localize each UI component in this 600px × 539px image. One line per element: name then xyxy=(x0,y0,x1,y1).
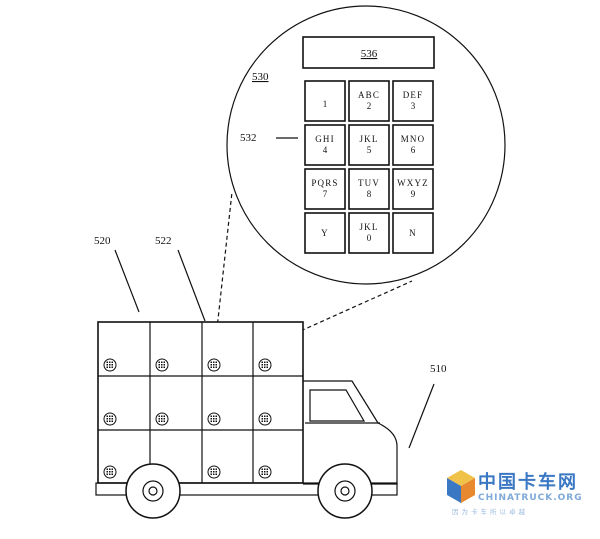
keypad-key-letters: JKL xyxy=(359,134,378,144)
keypad-key-digit: 6 xyxy=(411,145,416,155)
keypad-key-letters: PQRS xyxy=(311,178,338,188)
delivery-truck xyxy=(95,321,398,519)
locker-keypad-icon[interactable] xyxy=(207,465,221,479)
magnifier-circle xyxy=(226,5,506,285)
keypad-key-letters: Y xyxy=(321,228,329,238)
locker-keypad-icon[interactable] xyxy=(103,412,117,426)
keypad-key-frame xyxy=(304,80,346,122)
truck-ref-label: 510 xyxy=(430,363,447,375)
locker-keypad-icon[interactable] xyxy=(155,412,169,426)
locker-keypad-icon[interactable] xyxy=(155,358,169,372)
keypad-key-letters: DEF xyxy=(403,90,424,100)
locker-box xyxy=(97,321,304,484)
keypad-ref-label: 532 xyxy=(240,132,257,144)
watermark-subtitle-text: 因为卡车所以卓越 xyxy=(452,507,528,516)
locker-bank-leader-line xyxy=(114,249,140,313)
locker-keypad-icon[interactable] xyxy=(258,412,272,426)
keypad-key[interactable]: Y xyxy=(304,212,346,254)
keypad-key-digit: 4 xyxy=(323,145,328,155)
locker-ref-label: 522 xyxy=(155,235,172,247)
watermark: 中国卡车网 CHINATRUCK.ORG 因为卡车所以卓越 xyxy=(447,470,583,516)
keypad-key[interactable]: N xyxy=(392,212,434,254)
keypad-keys: 1ABC2DEF3GHI4JKL5MNO6PQRS7TUV8WXYZ9YJKL0… xyxy=(304,80,434,254)
keypad-key-digit: 7 xyxy=(323,189,328,199)
keypad-key-letters: N xyxy=(409,228,417,238)
watermark-cube-icon xyxy=(447,470,475,503)
keypad-key-digit: 8 xyxy=(367,189,372,199)
truck-cab xyxy=(303,380,398,485)
locker-keypad-icon[interactable] xyxy=(207,412,221,426)
locker-leader-line xyxy=(177,249,206,322)
truck-chassis xyxy=(95,482,398,496)
keypad-key-frame xyxy=(392,168,434,210)
keypad-key-digit: 3 xyxy=(411,101,416,111)
keypad-key-digit: 0 xyxy=(367,233,372,243)
keypad-key-letters: TUV xyxy=(358,178,380,188)
keypad-key-frame xyxy=(304,124,346,166)
display-ref-label: 536 xyxy=(361,48,378,60)
keypad-key-frame xyxy=(348,212,390,254)
keypad-key-letters: MNO xyxy=(401,134,426,144)
keypad-key-frame xyxy=(392,212,434,254)
keypad-key-letters: GHI xyxy=(315,134,335,144)
locker-keypad-icon[interactable] xyxy=(103,358,117,372)
keypad-key-digit: 5 xyxy=(367,145,372,155)
watermark-english-text: CHINATRUCK.ORG xyxy=(478,493,583,503)
locker-keypad-icon[interactable] xyxy=(258,465,272,479)
keypad-key-frame xyxy=(392,80,434,122)
keypad-callout-ref-label: 530 xyxy=(252,71,269,83)
keypad-key-digit: 2 xyxy=(367,101,372,111)
watermark-chinese-text: 中国卡车网 xyxy=(478,471,578,493)
keypad-display xyxy=(302,36,435,69)
locker-keypad-icon[interactable] xyxy=(258,358,272,372)
locker-bank-ref-label: 520 xyxy=(94,235,111,247)
keypad-callout: 536 1ABC2DEF3GHI4JKL5MNO6PQRS7TUV8WXYZ9Y… xyxy=(226,5,506,285)
keypad-key-letters: JKL xyxy=(359,222,378,232)
cab-window-icon xyxy=(309,389,366,422)
truck-leader-line xyxy=(408,383,435,449)
keypad-key-digit: 9 xyxy=(411,189,416,199)
locker-keypad-icon[interactable] xyxy=(207,358,221,372)
keypad-key-letters: ABC xyxy=(358,90,380,100)
keypad-key-frame xyxy=(304,212,346,254)
keypad-key-frame xyxy=(348,168,390,210)
front-wheel-icon xyxy=(317,463,373,519)
keypad-key-letters: WXYZ xyxy=(397,178,429,188)
locker-keypad-icon[interactable] xyxy=(103,465,117,479)
keypad-key[interactable]: 1 xyxy=(304,80,346,122)
keypad-key-digit: 1 xyxy=(323,99,328,109)
rear-wheel-icon xyxy=(125,463,181,519)
keypad-key-frame xyxy=(348,80,390,122)
keypad-key-frame xyxy=(392,124,434,166)
keypad-key-frame xyxy=(304,168,346,210)
keypad-key-frame xyxy=(348,124,390,166)
